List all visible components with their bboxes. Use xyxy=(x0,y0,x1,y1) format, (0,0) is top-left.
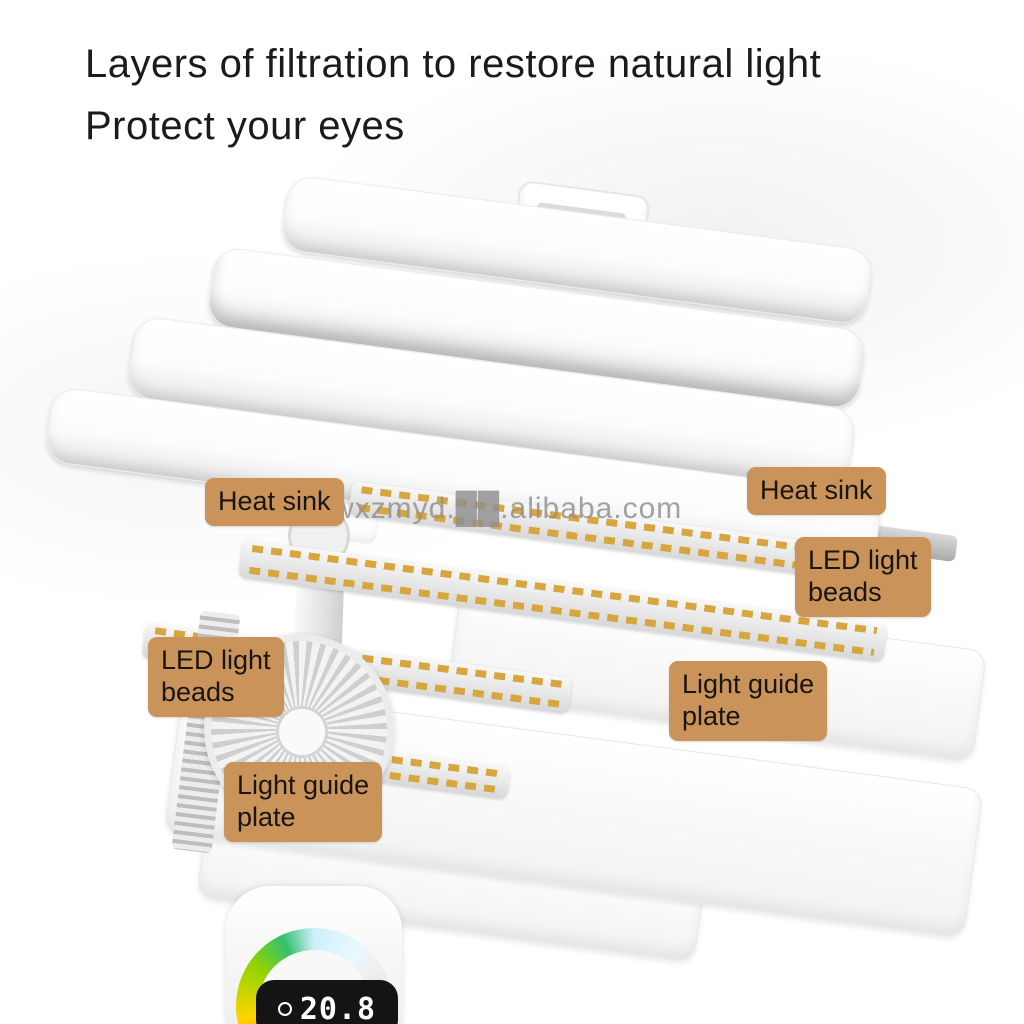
callout-light-guide-left: Light guide plate xyxy=(224,762,383,842)
callout-text-line1: LED light xyxy=(161,645,271,675)
callout-text-line2: beads xyxy=(161,676,235,707)
callout-heat-sink-right: Heat sink xyxy=(747,467,886,515)
temperature-display: 20.8 xyxy=(256,980,398,1024)
display-value: 20.8 xyxy=(299,991,377,1024)
callout-text-line1: Light guide xyxy=(682,669,815,699)
fan-hub xyxy=(276,706,328,758)
page-title-line2: Protect your eyes xyxy=(85,104,405,148)
callout-heat-sink-left: Heat sink xyxy=(205,478,344,526)
watermark-text: wxzmyd.██.alibaba.com xyxy=(332,492,683,525)
callout-text: Heat sink xyxy=(218,486,331,516)
callout-text-line2: plate xyxy=(237,801,296,832)
page-title-line1: Layers of filtration to restore natural … xyxy=(85,42,822,86)
callout-text-line1: Light guide xyxy=(237,770,370,800)
callout-light-guide-right: Light guide plate xyxy=(669,661,828,741)
thermometer-icon xyxy=(277,1002,292,1016)
callout-text-line1: LED light xyxy=(808,545,918,575)
callout-text-line2: plate xyxy=(682,700,741,731)
callout-text-line2: beads xyxy=(808,576,882,607)
callout-led-beads-right: LED light beads xyxy=(795,537,931,617)
callout-led-beads-left: LED light beads xyxy=(148,637,284,717)
callout-text: Heat sink xyxy=(760,475,873,505)
